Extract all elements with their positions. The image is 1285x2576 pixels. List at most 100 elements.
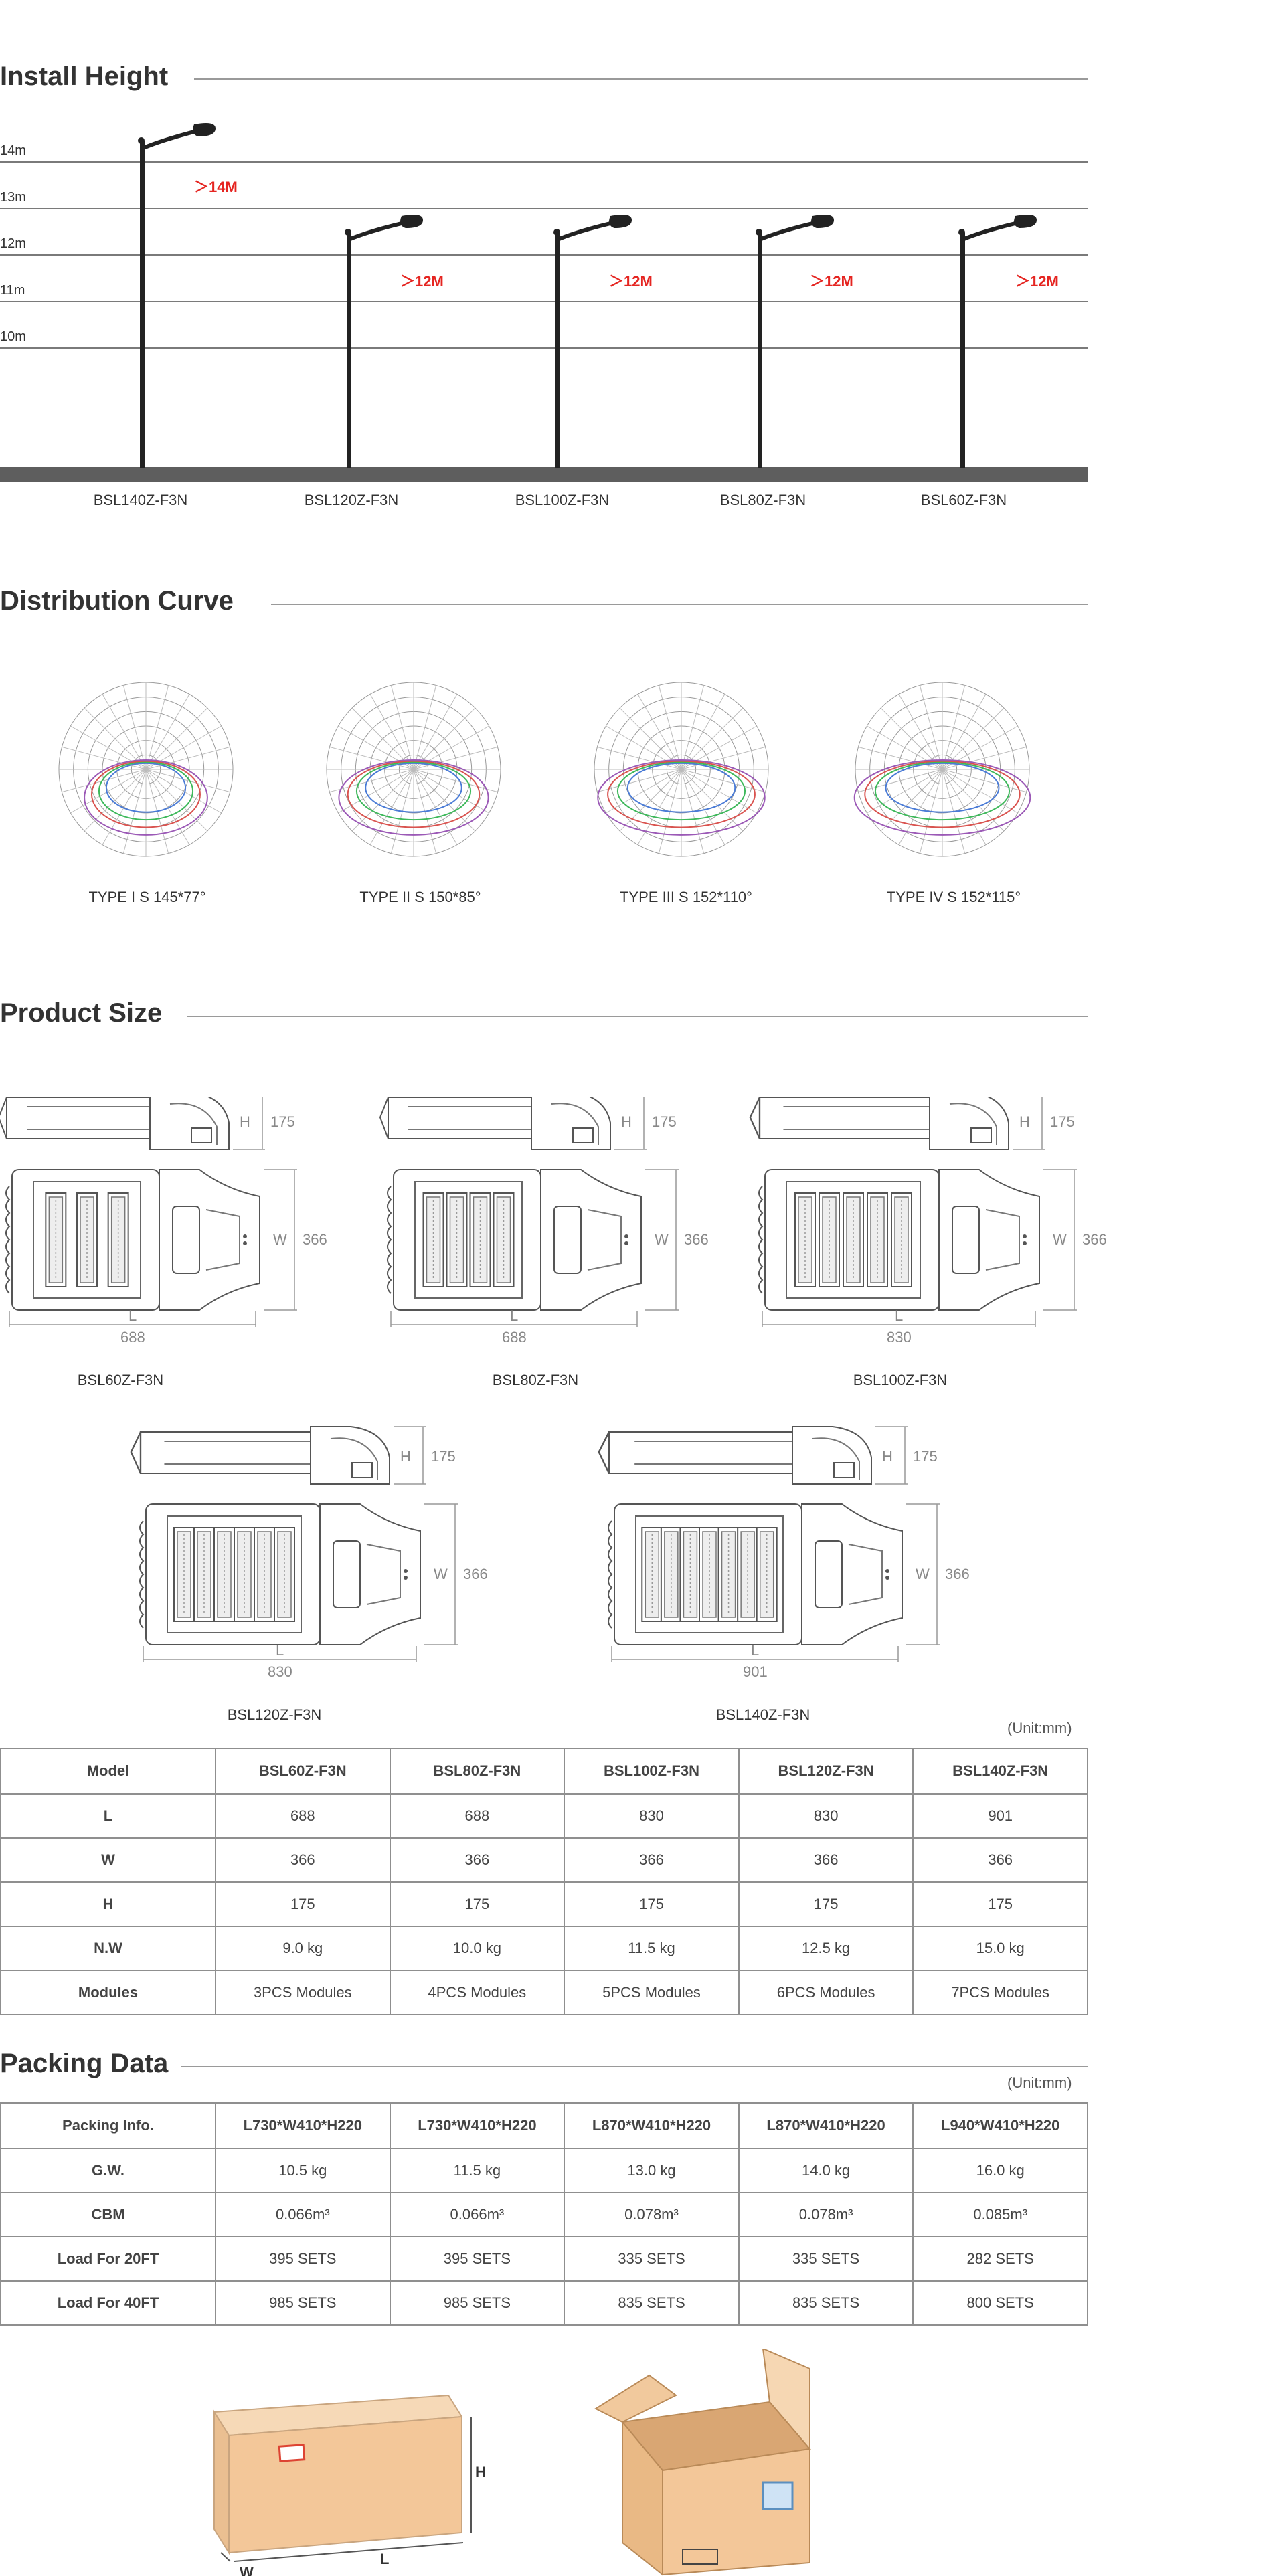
install-height-title: Install Height [0,62,169,91]
section-divider [271,604,1088,605]
table-cell: 0.085m³ [912,2192,1088,2237]
table-cell: 688 [389,1793,566,1839]
table-cell: 835 SETS [738,2280,914,2326]
height-label-4: ＞12M [810,273,853,290]
table-cell: 366 [912,1837,1088,1883]
table-cell: 0.078m³ [738,2192,914,2237]
table-cell: 395 SETS [389,2236,566,2282]
table-cell: Modules [0,1970,216,2015]
table-cell: 366 [738,1837,914,1883]
pole-model-3: BSL100Z-F3N [515,492,610,509]
tick-14m: 14m [0,143,26,158]
pole-model-4: BSL80Z-F3N [719,492,806,509]
table-cell: 14.0 kg [738,2148,914,2193]
table-cell: 800 SETS [912,2280,1088,2326]
table-cell: 16.0 kg [912,2148,1088,2193]
dim-w-letter: W [916,1566,930,1582]
table-cell: BSL140Z-F3N [912,1748,1088,1795]
packing-box-illustrations: H W L [213,2349,811,2576]
dim-l-value: 688 [120,1329,145,1346]
table-cell: Load For 40FT [0,2280,216,2326]
product-model-3: BSL100Z-F3N [853,1372,948,1388]
table-cell: 11.5 kg [389,2148,566,2193]
tick-10m: 10m [0,329,26,344]
table-cell: 175 [564,1881,740,1927]
section-divider [181,2066,1088,2067]
table-cell: BSL120Z-F3N [738,1748,914,1795]
table-cell: L [0,1793,216,1839]
curve-label-2: TYPE II S 150*85° [359,889,481,905]
table-cell: 830 [564,1793,740,1839]
polar-curve-3 [594,682,769,857]
dim-l-letter: L [751,1642,759,1659]
tick-11m: 11m [0,283,25,298]
table-cell: 10.0 kg [389,1926,566,1971]
packing-data-title: Packing Data [0,2049,169,2078]
table-row: Load For 20FT 395 SETS 395 SETS 335 SETS… [0,2236,1088,2282]
table-cell: L940*W410*H220 [912,2102,1088,2149]
dim-w-value: 366 [684,1231,709,1248]
closed-box-icon [213,2394,472,2562]
product-model-2: BSL80Z-F3N [492,1372,579,1388]
table-cell: 830 [738,1793,914,1839]
curve-label-3: TYPE III S 152*110° [620,889,752,905]
table-header-row: Model BSL60Z-F3N BSL80Z-F3N BSL100Z-F3N … [0,1748,1088,1795]
table-cell: W [0,1837,216,1883]
box-label-l: L [380,2551,389,2567]
table-cell: 6PCS Modules [738,1970,914,2015]
product-drawing-5 [598,1426,940,1662]
dim-w-value: 366 [463,1566,488,1582]
packing-data-table: Packing Info. L730*W410*H220 L730*W410*H… [0,2102,1088,2326]
table-cell: 175 [215,1881,391,1927]
unit-label: (Unit:mm) [1007,1720,1072,1736]
pole-3 [553,215,632,468]
dim-l-value: 901 [743,1663,768,1680]
product-drawing-3 [749,1097,1077,1327]
install-height-diagram [0,123,1088,482]
dim-w-letter: W [1053,1231,1067,1248]
pole-model-1: BSL140Z-F3N [93,492,188,509]
table-row: N.W 9.0 kg 10.0 kg 11.5 kg 12.5 kg 15.0 … [0,1926,1088,1971]
table-cell: BSL100Z-F3N [564,1748,740,1795]
table-cell: Load For 20FT [0,2236,216,2282]
pole-1 [138,123,216,468]
product-drawing-1 [0,1097,297,1327]
pole-model-5: BSL60Z-F3N [920,492,1007,509]
table-cell: 7PCS Modules [912,1970,1088,2015]
tick-12m: 12m [0,236,26,251]
dim-l-letter: L [895,1307,903,1324]
dim-w-letter: W [273,1231,287,1248]
dim-h-value: 175 [270,1113,295,1130]
table-cell: 985 SETS [389,2280,566,2326]
tick-13m: 13m [0,190,26,205]
table-cell: 9.0 kg [215,1926,391,1971]
table-cell: 395 SETS [215,2236,391,2282]
dim-l-value: 830 [887,1329,912,1346]
table-cell: 175 [738,1881,914,1927]
table-row: Load For 40FT 985 SETS 985 SETS 835 SETS… [0,2280,1088,2326]
table-row: Modules 3PCS Modules 4PCS Modules 5PCS M… [0,1970,1088,2015]
table-cell: L730*W410*H220 [215,2102,391,2149]
height-label-1: ＞14M [194,179,238,195]
table-cell: 366 [389,1837,566,1883]
dim-w-letter: W [434,1566,448,1582]
dim-l-value: 830 [268,1663,292,1680]
height-label-2: ＞12M [400,273,444,290]
section-divider [187,1016,1088,1017]
table-cell: 366 [215,1837,391,1883]
table-cell: 12.5 kg [738,1926,914,1971]
product-model-5: BSL140Z-F3N [715,1706,810,1723]
pole-5 [958,215,1037,468]
table-cell: 901 [912,1793,1088,1839]
box-label-w: W [240,2564,254,2576]
dim-l-letter: L [276,1642,284,1659]
table-cell: H [0,1881,216,1927]
table-cell: 5PCS Modules [564,1970,740,2015]
table-cell: 835 SETS [564,2280,740,2326]
dim-w-value: 366 [945,1566,970,1582]
dim-l-letter: L [510,1307,518,1324]
product-model-4: BSL120Z-F3N [227,1706,322,1723]
dim-h-letter: H [882,1448,893,1465]
height-label-3: ＞12M [609,273,653,290]
